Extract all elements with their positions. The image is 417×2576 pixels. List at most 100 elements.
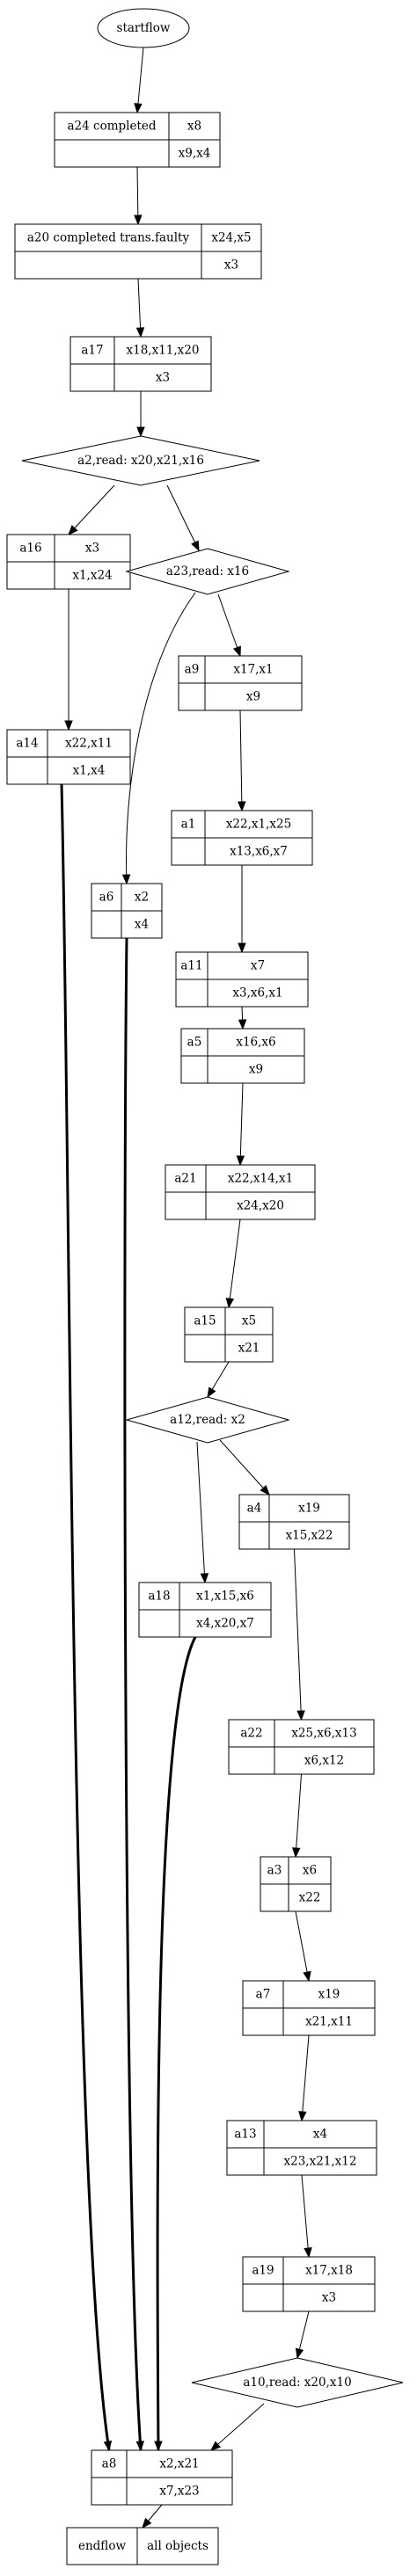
edge-a12-a18 bbox=[196, 1441, 206, 1583]
edge-a22-a3-arrowhead bbox=[291, 1847, 301, 1859]
edge-a2-a16 bbox=[68, 484, 115, 535]
node-a24: a24 completed x8 x9,x4 bbox=[54, 112, 221, 168]
edges-layer bbox=[60, 47, 312, 2529]
node-bottom-value: x4,x20,x7 bbox=[196, 1617, 254, 1631]
node-top-value: x2 bbox=[135, 891, 149, 905]
node-top-value: x25,x6,x13 bbox=[291, 1727, 356, 1741]
node-top-value: x22,x11 bbox=[65, 737, 113, 751]
edge-a10-a8-arrowhead bbox=[209, 2441, 222, 2451]
edge-a5-a21-arrowhead bbox=[236, 1155, 245, 1167]
node-label: a22 bbox=[240, 1727, 262, 1741]
decision-label: a10,read: x20,x10 bbox=[243, 2376, 351, 2390]
node-top-value: x19 bbox=[318, 1988, 340, 2002]
edge-a10-a8 bbox=[210, 2403, 265, 2451]
start-node: startflow bbox=[97, 8, 190, 48]
edge-a23-a9 bbox=[217, 593, 241, 657]
node-top-value: x19 bbox=[298, 1502, 320, 1516]
node-bottom-value: x9,x4 bbox=[179, 147, 211, 161]
node-top-value: x6 bbox=[303, 1864, 317, 1878]
edge-a12-a4 bbox=[219, 1439, 270, 1495]
node-top-value: x17,x18 bbox=[305, 2264, 353, 2278]
decision-a10: a10,read: x20,x10 bbox=[191, 2357, 404, 2408]
node-top-value: x22,x1,x25 bbox=[226, 818, 291, 832]
node-top-value: x8 bbox=[187, 120, 201, 134]
node-label: a17 bbox=[81, 344, 103, 358]
edge-a24-a20-arrowhead bbox=[134, 215, 143, 226]
node-label: a11 bbox=[180, 959, 202, 973]
edge-a17-a2-arrowhead bbox=[136, 426, 145, 438]
node-top-value: x3 bbox=[85, 542, 99, 556]
node-label: a20 completed trans.faulty bbox=[27, 231, 190, 245]
decision-a23: a23,read: x16 bbox=[125, 548, 290, 595]
edge-a20-a17 bbox=[137, 278, 142, 338]
edge-a4-a22-arrowhead bbox=[296, 1710, 305, 1721]
edge-a4-a22 bbox=[294, 1548, 302, 1721]
edge-a14-a8 bbox=[60, 783, 111, 2451]
node-label: a16 bbox=[19, 542, 41, 556]
node-label: a3 bbox=[267, 1864, 282, 1878]
edge-start-a24 bbox=[136, 47, 144, 113]
node-bottom-value: x24,x20 bbox=[237, 1199, 284, 1213]
end-label: endflow bbox=[78, 2539, 126, 2553]
edge-a7-a13 bbox=[301, 2034, 310, 2121]
node-bottom-value: x7,x23 bbox=[159, 2485, 199, 2499]
decision-diamond bbox=[21, 435, 260, 486]
decision-a12: a12,read: x2 bbox=[125, 1396, 290, 1444]
node-bottom-value: x4 bbox=[135, 918, 149, 932]
start-label: startflow bbox=[117, 21, 171, 35]
edge-a8-end-arrowhead bbox=[142, 2517, 152, 2529]
node-top-value: x16,x6 bbox=[236, 1036, 275, 1050]
node-label: a4 bbox=[247, 1502, 262, 1516]
node-bottom-value: x21 bbox=[238, 1342, 260, 1356]
node-label: a8 bbox=[102, 2457, 117, 2471]
node-bottom-value: x3 bbox=[322, 2291, 336, 2305]
node-top-value: x24,x5 bbox=[211, 231, 251, 245]
node-label: a6 bbox=[99, 891, 114, 905]
node-top-value: x5 bbox=[242, 1314, 256, 1328]
node-top-value: x18,x11,x20 bbox=[127, 344, 200, 358]
edge-start-a24-arrowhead bbox=[134, 103, 143, 114]
end-box bbox=[66, 2527, 219, 2565]
node-a15: a15 x5 x21 bbox=[184, 1306, 274, 1363]
node-label: a15 bbox=[194, 1314, 216, 1328]
node-bottom-value: x9 bbox=[246, 690, 260, 704]
edge-a22-a3 bbox=[295, 1773, 302, 1858]
node-label: a21 bbox=[174, 1172, 196, 1186]
start-ellipse bbox=[97, 8, 190, 48]
edge-a2-a16-arrowhead bbox=[68, 525, 78, 535]
edge-a13-a19-arrowhead bbox=[304, 2247, 312, 2259]
node-label: a9 bbox=[185, 663, 200, 677]
edge-a24-a20 bbox=[136, 166, 139, 225]
decision-label: a12,read: x2 bbox=[170, 1413, 245, 1427]
node-label: a5 bbox=[187, 1036, 202, 1050]
edge-a18-a8-arrowhead bbox=[154, 2441, 163, 2452]
node-top-value: x4 bbox=[313, 2128, 327, 2142]
node-bottom-value: x15,x22 bbox=[286, 1529, 333, 1543]
node-bottom-value: x22 bbox=[299, 1891, 321, 1905]
node-top-value: x7 bbox=[251, 959, 265, 973]
edge-a11-a5-arrowhead bbox=[238, 1019, 247, 1030]
edge-a12-a4-arrowhead bbox=[260, 1485, 270, 1495]
node-top-value: x1,x15,x6 bbox=[196, 1590, 254, 1604]
decision-diamond bbox=[125, 1396, 290, 1444]
edge-a2-a23 bbox=[166, 484, 200, 551]
end-value: all objects bbox=[147, 2539, 208, 2553]
edge-a1-a11-arrowhead bbox=[238, 942, 246, 954]
edge-a3-a7 bbox=[295, 1910, 310, 1982]
edge-a6-a8 bbox=[123, 937, 143, 2451]
edge-a5-a21 bbox=[239, 1082, 244, 1166]
node-label: a24 completed bbox=[67, 120, 156, 134]
edge-a15-a12-arrowhead bbox=[207, 1386, 216, 1399]
edge-a6-a8-arrowhead bbox=[135, 2441, 144, 2452]
